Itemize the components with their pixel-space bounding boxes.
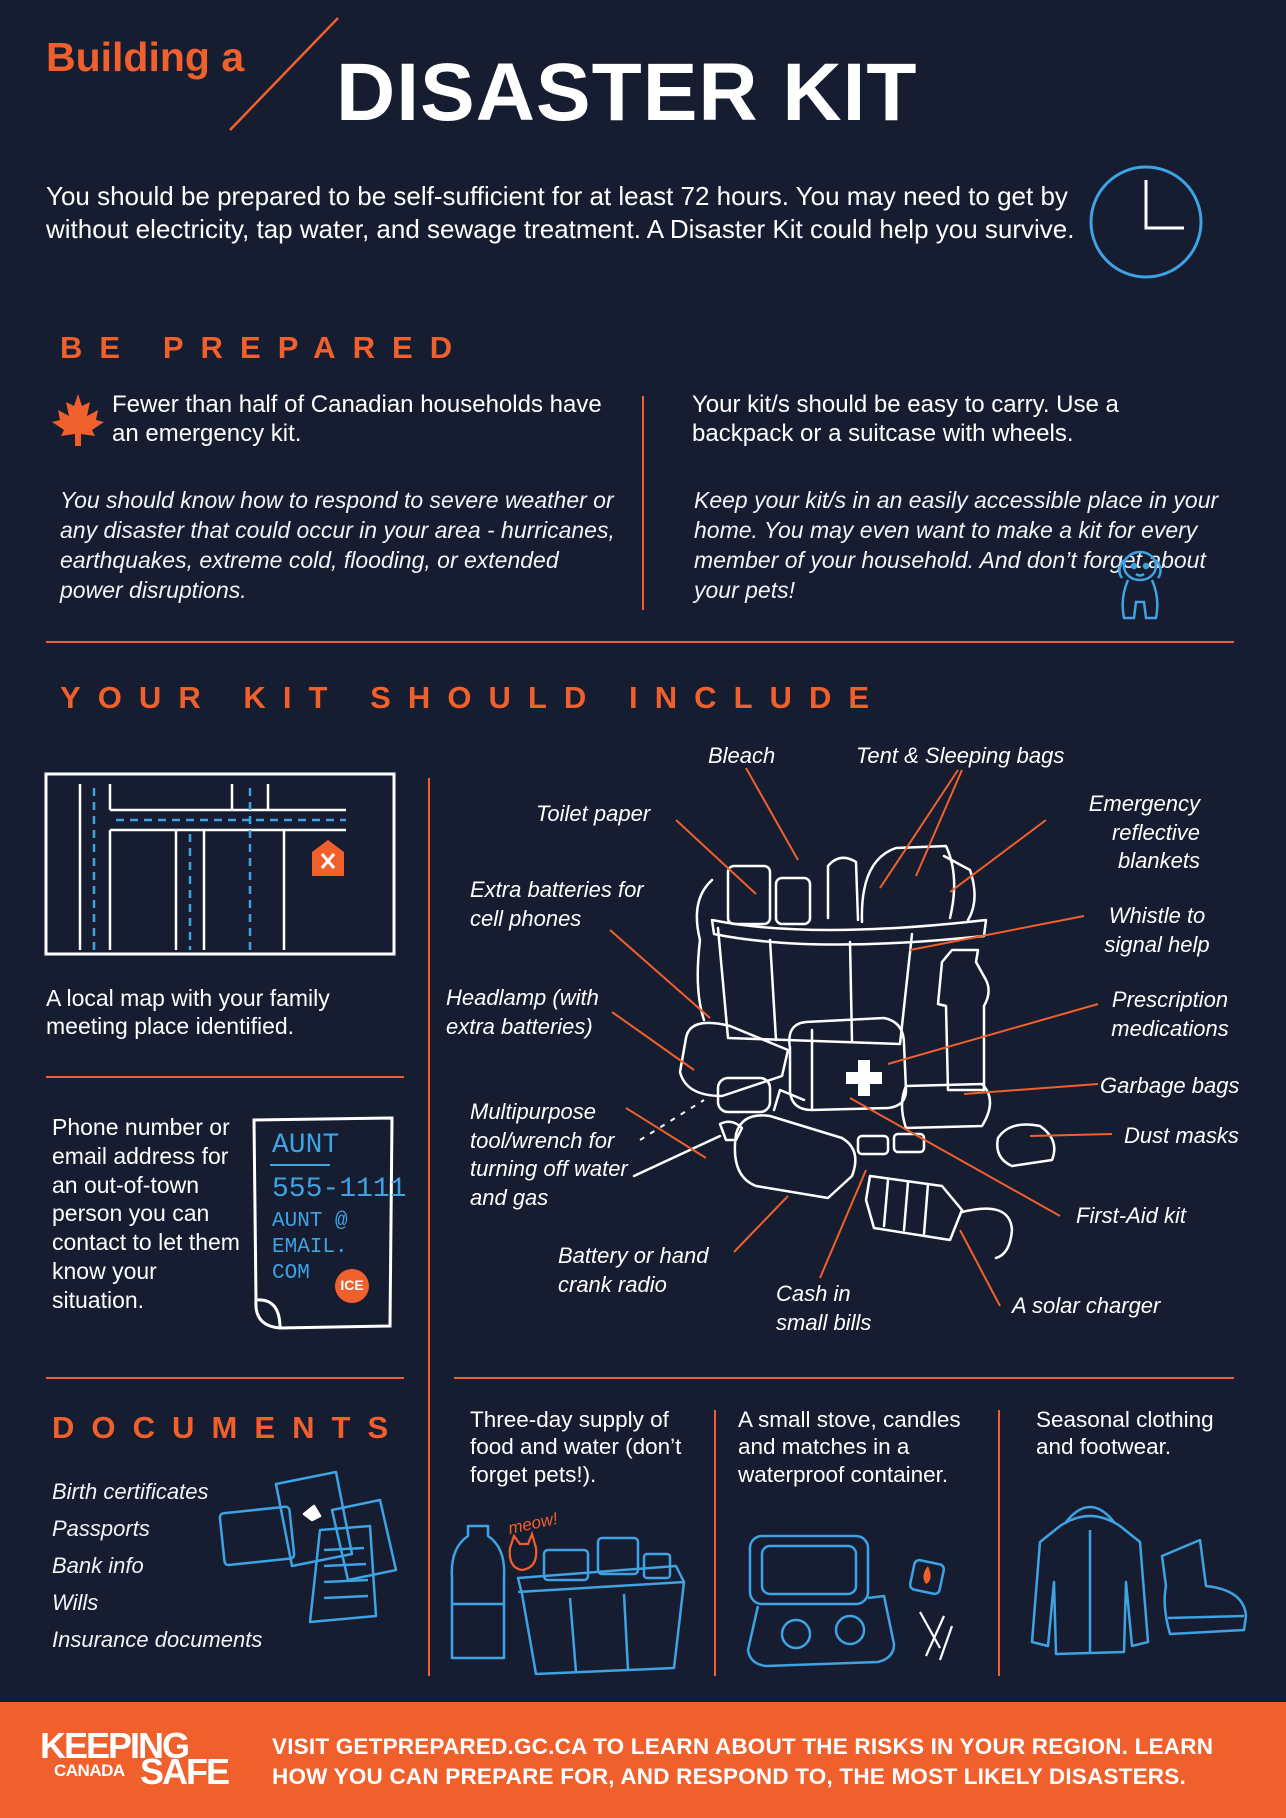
label-whistle: Whistle to signal help [1104,903,1210,957]
be-prepared-left-bold: Fewer than half of Canadian households h… [112,391,602,448]
page-title: DISASTER KIT [336,47,918,138]
footer-line-2: HOW YOU CAN PREPARE FOR, AND RESPOND TO,… [272,1763,1186,1789]
be-prepared-left-italic: You should know how to respond to severe… [60,487,615,603]
clothing-illustration [1030,1505,1248,1656]
documents-heading: DOCUMENTS [52,1410,406,1445]
label-cash: Cash in small bills [776,1281,872,1335]
dog-icon [1118,550,1162,620]
label-dust-masks: Dust masks [1124,1123,1239,1148]
be-prepared-heading: BE PREPARED [60,330,470,365]
kit-bin-illustration [609,767,1113,1307]
label-garbage-bags: Garbage bags [1100,1073,1240,1098]
document-item-insurance: Insurance documents [52,1627,263,1652]
note-line-3: AUNT @ [272,1210,348,1233]
footer-banner: KEEPING CANADA SAFE VISIT GETPREPARED.GC… [0,1702,1286,1818]
document-item-passports: Passports [52,1516,150,1541]
be-prepared-divider [642,396,644,610]
documents-icon [218,1470,398,1624]
logo-keeping: KEEPING [40,1725,190,1766]
title-slash [229,17,339,131]
label-solar-charger: A solar charger [1012,1293,1161,1318]
title-prefix: Building a [46,34,245,80]
label-prescription: Prescription medications [1111,987,1229,1041]
be-prepared-right-bold: Your kit/s should be easy to carry. Use … [692,391,1119,448]
logo-canada: CANADA [54,1761,125,1780]
label-radio: Battery or hand crank radio [558,1243,709,1297]
label-extra-batteries: Extra batteries for cell phones [470,877,644,931]
footer-message: VISIT GETPREPARED.GC.CA TO LEARN ABOUT T… [272,1732,1213,1792]
label-bleach: Bleach [708,743,776,768]
stove-candles-illustration [746,1534,954,1668]
contact-note-icon [252,1116,394,1330]
label-multitool: Multipurpose tool/wrench for turning off… [470,1099,628,1210]
left-divider-1 [46,1076,404,1078]
footer-line-1: VISIT GETPREPARED.GC.CA TO LEARN ABOUT T… [272,1734,1214,1759]
note-line-1: AUNT [272,1130,340,1161]
supply-stove: A small stove, candles and matches in a … [738,1407,961,1487]
document-item-wills: Wills [52,1590,99,1615]
note-underline [270,1164,330,1166]
map-icon [44,772,396,956]
clock-icon [1089,165,1203,279]
kit-column-divider [428,778,430,1676]
label-first-aid: First-Aid kit [1076,1203,1186,1228]
label-emergency-blankets: Emergency reflective blankets [1088,791,1200,874]
kit-heading: YOUR KIT SHOULD INCLUDE [60,680,887,715]
note-line-2: 555-1111 [272,1174,407,1205]
maple-leaf-icon [52,394,104,446]
ice-badge: ICE [340,1277,364,1293]
food-water-illustration [450,1524,686,1676]
phone-caption: Phone number or email address for an out… [52,1114,240,1313]
label-tent: Tent & Sleeping bags [856,743,1065,768]
supplies-divider-1 [714,1410,716,1676]
label-toilet-paper: Toilet paper [536,801,651,826]
label-headlamp: Headlamp (with extra batteries) [446,985,599,1039]
kit-bottom-divider [454,1377,1234,1379]
logo-safe: SAFE [140,1751,230,1792]
document-item-bank: Bank info [52,1553,144,1578]
note-line-4: EMAIL. [272,1236,348,1259]
left-divider-2 [46,1377,404,1379]
note-line-5: COM [272,1262,310,1285]
supply-food-water: Three-day supply of food and water (don’… [470,1407,682,1487]
map-caption: A local map with your family meeting pla… [46,985,330,1040]
supplies-divider-2 [998,1410,1000,1676]
intro-text: You should be prepared to be self-suffic… [46,181,1075,245]
section-divider-1 [46,641,1234,643]
document-item-birth: Birth certificates [52,1479,209,1504]
supply-clothing: Seasonal clothing and footwear. [1036,1407,1214,1460]
